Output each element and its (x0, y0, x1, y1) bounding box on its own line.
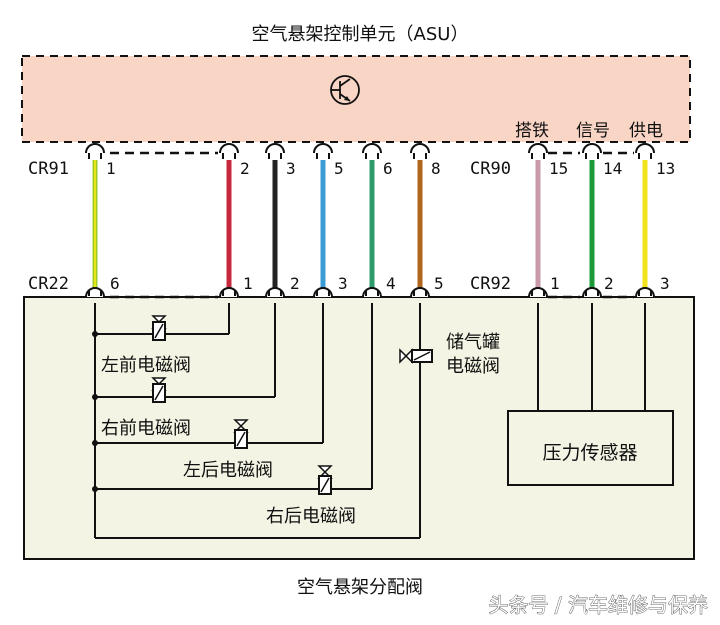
top-pin: 13 (656, 159, 675, 178)
watermark-text: 头条号 / 汽车维修与保养 (489, 593, 708, 617)
label-front-left-valve: 左前电磁阀 (101, 355, 191, 376)
valve-icon-front-left (151, 315, 167, 341)
top-pin: 15 (549, 159, 568, 178)
bottom-pin-numbers: 6 1 2 3 4 5 1 2 3 (110, 274, 670, 293)
junction-dots (92, 331, 98, 492)
bottom-pin: 6 (110, 274, 120, 293)
top-pin: 1 (106, 159, 116, 178)
valve-icon-rear-right (317, 465, 333, 495)
bottom-pin: 1 (243, 274, 253, 293)
label-reservoir-line2: 电磁阀 (446, 356, 500, 377)
valve-icon-rear-left (233, 419, 249, 449)
bottom-pin: 5 (434, 274, 444, 293)
connector-terminals (85, 143, 655, 298)
asu-label-power: 供电 (629, 121, 663, 141)
top-pin: 2 (240, 159, 250, 178)
top-pin-numbers: 1 2 3 5 6 8 15 14 13 (106, 159, 675, 178)
top-pin: 14 (603, 159, 622, 178)
transistor-icon (330, 75, 360, 105)
label-front-right-valve: 右前电磁阀 (101, 418, 191, 439)
connector-cr90: CR90 (470, 159, 511, 179)
asu-label-signal: 信号 (576, 121, 610, 141)
label-rear-left-valve: 左后电磁阀 (183, 460, 273, 481)
connector-cr22: CR22 (28, 274, 69, 294)
label-reservoir-line1: 储气罐 (446, 332, 500, 353)
label-rear-right-valve: 右后电磁阀 (266, 506, 356, 527)
top-pin: 6 (383, 159, 393, 178)
top-pin: 5 (334, 159, 344, 178)
top-pin: 8 (431, 159, 441, 178)
internal-wiring (94, 303, 646, 539)
pressure-sensor-box (507, 410, 674, 486)
pressure-sensor-label: 压力传感器 (542, 442, 637, 464)
asu-label-ground: 搭铁 (515, 121, 549, 141)
bottom-pin: 4 (386, 274, 396, 293)
valve-icon-reservoir (399, 348, 433, 364)
connector-cr91: CR91 (28, 159, 69, 179)
bottom-pin: 2 (290, 274, 300, 293)
valve-title: 空气悬架分配阀 (297, 577, 423, 598)
valve-icon-front-right (151, 377, 167, 403)
asu-title: 空气悬架控制单元（ASU） (252, 24, 469, 45)
top-pin: 3 (286, 159, 296, 178)
bottom-pin: 3 (660, 274, 670, 293)
connector-cr92: CR92 (470, 274, 511, 294)
bottom-pin: 3 (338, 274, 348, 293)
bottom-pin: 2 (604, 274, 614, 293)
harness-wires (92, 160, 648, 290)
bottom-pin: 1 (550, 274, 560, 293)
